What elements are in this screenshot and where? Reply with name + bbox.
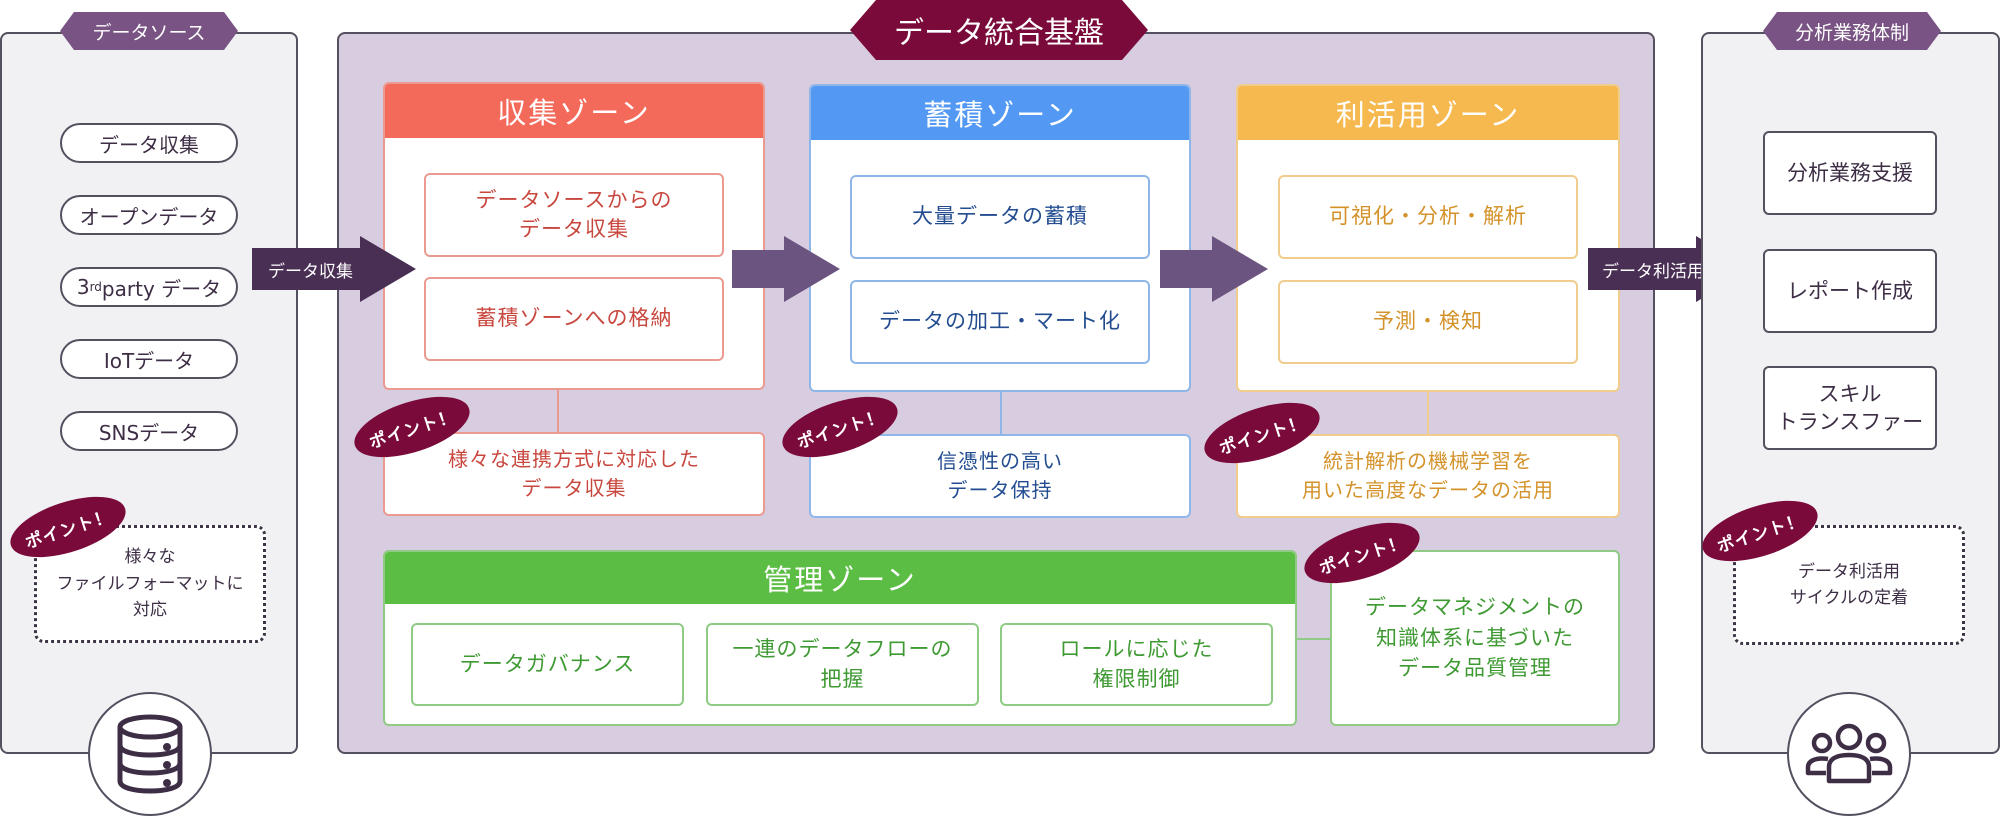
arrow-storage-to-utilization (1160, 236, 1268, 302)
source-item-iot-data[interactable]: IoTデータ (60, 339, 238, 379)
data-source-title: データソース (60, 12, 238, 50)
data-platform-title: データ統合基盤 (850, 0, 1148, 60)
item-line: ロールに応じた (1059, 637, 1214, 662)
item-line: トランスファー (1776, 410, 1924, 434)
item-line: データの加工・マート化 (879, 309, 1121, 334)
item-line: 予測・検知 (1373, 309, 1483, 334)
collection-item[interactable]: データソースからのデータ収集 (424, 173, 724, 257)
point-line: 対応 (133, 600, 167, 621)
utilization-zone-title: 利活用ゾーン (1238, 86, 1618, 140)
point-line: サイクルの定着 (1789, 588, 1909, 608)
item-line: 権限制御 (1092, 666, 1181, 691)
item-line: 把握 (820, 666, 865, 691)
item-line: データソースからの (475, 187, 673, 212)
item-line: 大量データの蓄積 (912, 204, 1088, 229)
management-point-box: データマネジメントの知識体系に基づいたデータ品質管理 (1330, 550, 1620, 726)
utilization-item[interactable]: 可視化・分析・解析 (1278, 175, 1578, 259)
item-line: 可視化・分析・解析 (1329, 204, 1527, 229)
storage-zone-title: 蓄積ゾーン (811, 86, 1189, 140)
item-line: データガバナンス (459, 651, 636, 676)
item-line: 蓄積ゾーンへの格納 (475, 306, 673, 331)
source-label: SNSデータ (98, 420, 200, 445)
point-line: 様々な連携方式に対応した (448, 447, 700, 471)
storage-connector (1000, 392, 1002, 434)
source-label: IoTデータ (103, 348, 195, 373)
collection-point-box: 様々な連携方式に対応したデータ収集 (383, 432, 765, 516)
point-line: データ品質管理 (1398, 656, 1552, 681)
source-item-open-data[interactable]: オープンデータ (60, 195, 238, 235)
source-item-sns-data[interactable]: SNSデータ (60, 411, 238, 451)
item-line: スキル (1818, 381, 1882, 406)
utilization-point-box: 統計解析の機械学習を用いた高度なデータの活用 (1236, 434, 1620, 518)
management-item[interactable]: データガバナンス (411, 623, 684, 706)
point-line: 様々な (124, 547, 176, 568)
point-line: データ利活用 (1798, 561, 1900, 582)
arrow-data-collection-label: データ収集 (268, 261, 353, 282)
storage-point-box: 信憑性の高いデータ保持 (809, 434, 1191, 518)
storage-item[interactable]: 大量データの蓄積 (850, 175, 1150, 259)
source-label: party データ (101, 276, 222, 301)
point-line: データ収集 (521, 476, 627, 500)
collection-connector (557, 390, 559, 432)
item-line: 一連のデータフローの (732, 637, 953, 662)
management-item[interactable]: ロールに応じた権限制御 (1000, 623, 1273, 706)
storage-item[interactable]: データの加工・マート化 (850, 280, 1150, 364)
team-point-box: データ利活用 サイクルの定着 (1733, 525, 1965, 645)
source-item-data-collection[interactable]: データ収集 (60, 123, 238, 163)
arrow-data-utilization-label: データ利活用 (1602, 261, 1704, 282)
item-line: データ収集 (518, 217, 629, 241)
source-label-prefix: 3 (76, 275, 90, 299)
management-item[interactable]: 一連のデータフローの把握 (706, 623, 979, 706)
point-line: 知識体系に基づいた (1376, 625, 1574, 650)
utilization-connector (1427, 392, 1429, 434)
point-line: ファイルフォーマットに (56, 573, 244, 594)
team-icon (1805, 723, 1893, 784)
source-label: データ収集 (99, 132, 199, 157)
collection-zone-title: 収集ゾーン (385, 84, 763, 138)
point-line: データ保持 (947, 478, 1053, 502)
database-icon-circle (88, 692, 212, 816)
team-icon-circle (1787, 692, 1911, 816)
utilization-item[interactable]: 予測・検知 (1278, 280, 1578, 364)
point-line: 用いた高度なデータの活用 (1302, 478, 1554, 502)
point-line: 信憑性の高い (937, 449, 1063, 473)
management-connector (1297, 638, 1331, 640)
collection-item[interactable]: 蓄積ゾーンへの格納 (424, 277, 724, 361)
database-icon (117, 714, 183, 794)
item-line: レポート作成 (1787, 278, 1913, 303)
arrow-collect-to-storage (732, 236, 840, 302)
point-line: データマネジメントの (1365, 595, 1585, 620)
analysis-team-title: 分析業務体制 (1763, 12, 1941, 50)
team-item-skill-transfer[interactable]: スキルトランスファー (1763, 366, 1937, 450)
team-item-analysis-support[interactable]: 分析業務支援 (1763, 131, 1937, 215)
arrow-data-collection (252, 236, 416, 302)
source-label: オープンデータ (79, 204, 219, 229)
source-label-superscript: rd (89, 280, 102, 294)
point-line: 統計解析の機械学習を (1323, 449, 1533, 473)
management-zone-title: 管理ゾーン (385, 552, 1295, 604)
team-item-report-creation[interactable]: レポート作成 (1763, 249, 1937, 333)
item-line: 分析業務支援 (1787, 160, 1913, 185)
